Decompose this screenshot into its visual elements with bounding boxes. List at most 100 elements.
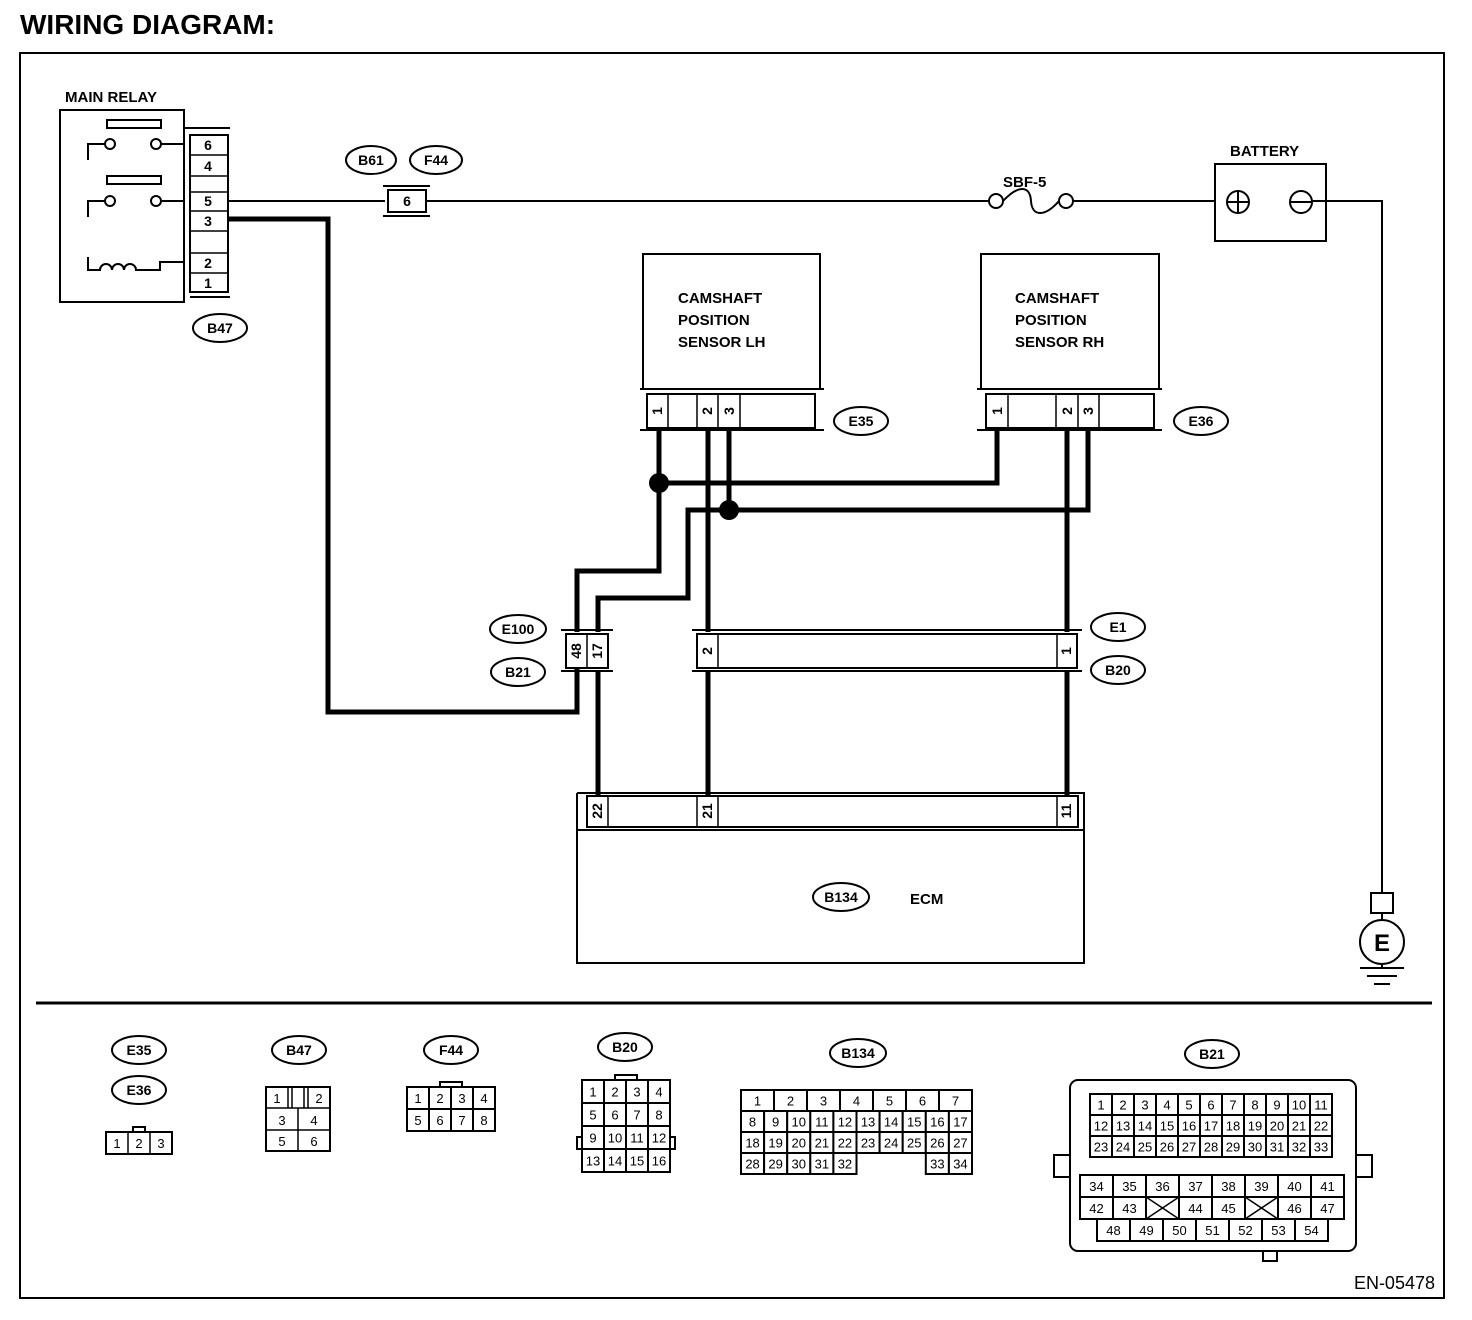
connector-pin-label: 36	[1155, 1179, 1169, 1194]
svg-text:B20: B20	[1105, 662, 1131, 678]
connector-b134: B134	[812, 882, 870, 912]
connector-e1: E1	[1090, 612, 1146, 642]
connector-pin-label: 4	[480, 1091, 487, 1106]
connector-pin-label: 31	[1270, 1140, 1284, 1155]
connector-pin-label: 9	[772, 1115, 779, 1130]
connector-latch	[576, 1136, 583, 1150]
svg-text:B21: B21	[1199, 1046, 1225, 1062]
svg-text:E: E	[1374, 930, 1390, 957]
connector-pin-label: 35	[1122, 1179, 1136, 1194]
connector-pin-label: 40	[1287, 1179, 1301, 1194]
connector-pin-label: 27	[953, 1136, 967, 1151]
connector-e100: E100	[489, 614, 547, 644]
connector-pin-label: 10	[792, 1115, 806, 1130]
connector-pin-label: 28	[1204, 1140, 1218, 1155]
connector-pin-label: 22	[1314, 1119, 1328, 1134]
connector-latch	[439, 1081, 463, 1088]
svg-text:2: 2	[1059, 407, 1075, 415]
svg-text:B47: B47	[286, 1042, 312, 1058]
connector-e1-b20-block: 2 1	[692, 629, 1082, 672]
fuse-label: SBF-5	[1003, 174, 1046, 191]
connector-pin-label: 3	[1141, 1098, 1148, 1113]
page-title: WIRING DIAGRAM:	[20, 9, 275, 40]
svg-text:5: 5	[278, 1134, 285, 1149]
svg-text:17: 17	[589, 643, 605, 659]
connector-pin-label: 1	[414, 1091, 421, 1106]
svg-text:3: 3	[721, 407, 737, 415]
svg-text:48: 48	[568, 643, 584, 659]
connector-pin-label: 12	[652, 1131, 666, 1146]
connector-pin-label: 11	[630, 1131, 644, 1146]
svg-text:11: 11	[1058, 803, 1074, 818]
connector-pin-label: 38	[1221, 1179, 1235, 1194]
connector-pin-label: 30	[792, 1157, 806, 1172]
connector-pin-label: 52	[1238, 1223, 1252, 1238]
harness-wires	[228, 216, 1091, 795]
connector-pin-label: 5	[414, 1113, 421, 1128]
svg-text:B134: B134	[824, 889, 858, 905]
connector-b21: B21	[490, 657, 546, 687]
svg-text:2: 2	[699, 407, 715, 415]
f44-inline-pin: 6	[403, 193, 411, 209]
main-relay: MAIN RELAY 6 4 5 3 2 1	[59, 89, 230, 303]
connector-pin-label: 6	[611, 1108, 618, 1123]
battery: BATTERY	[1214, 143, 1327, 242]
connector-pin-label: 51	[1205, 1223, 1219, 1238]
connector-pin-label: 3	[820, 1094, 827, 1109]
svg-text:21: 21	[699, 803, 715, 819]
connector-pin-label: 13	[861, 1115, 875, 1130]
connector-b61: B61	[345, 145, 397, 175]
connector-pin-label: 5	[589, 1108, 596, 1123]
connector-pin-label: 23	[861, 1136, 875, 1151]
svg-text:B61: B61	[358, 152, 384, 168]
svg-text:B47: B47	[207, 320, 233, 336]
connector-pin-label: 3	[633, 1085, 640, 1100]
connector-pin-label: 44	[1188, 1201, 1202, 1216]
connector-pin-label: 2	[436, 1091, 443, 1106]
svg-text:E100: E100	[502, 621, 535, 637]
connector-pin-label: 7	[1229, 1098, 1236, 1113]
relay-pin-4: 4	[204, 158, 212, 174]
connector-pin-label: 48	[1106, 1223, 1120, 1238]
connector-pin-label: 39	[1254, 1179, 1268, 1194]
connector-pin-label: 1	[1097, 1098, 1104, 1113]
svg-text:POSITION: POSITION	[678, 312, 750, 329]
connector-cell	[1294, 1218, 1329, 1242]
connector-pin-label: 11	[815, 1115, 829, 1130]
svg-text:22: 22	[589, 803, 605, 819]
relay-pin-2: 2	[204, 255, 212, 271]
connector-pin-label: 20	[792, 1136, 806, 1151]
ecm: 22 21 11 ECM	[576, 792, 1085, 964]
connector-pin-label: 16	[930, 1115, 944, 1130]
connector-pin-label: 42	[1089, 1201, 1103, 1216]
blocked-cell-mark	[1244, 1196, 1279, 1220]
connector-pin-label: 4	[1163, 1098, 1170, 1113]
svg-text:1: 1	[1058, 647, 1074, 655]
connector-cell	[947, 1152, 974, 1175]
connector-pin-label: 25	[1138, 1140, 1152, 1155]
connector-pin-label: 1	[754, 1094, 761, 1109]
svg-text:CAMSHAFT: CAMSHAFT	[678, 290, 762, 307]
connector-pin-label: 2	[1119, 1098, 1126, 1113]
connector-pin-label: 15	[1160, 1119, 1174, 1134]
svg-text:SENSOR LH: SENSOR LH	[678, 334, 766, 351]
connector-pin-label: 6	[1207, 1098, 1214, 1113]
connector-pin-label: 1	[589, 1085, 596, 1100]
connector-pin-label: 6	[436, 1113, 443, 1128]
connector-pin-label: 25	[907, 1136, 921, 1151]
connector-pin-label: 26	[1160, 1140, 1174, 1155]
connector-pin-label: 49	[1139, 1223, 1153, 1238]
connector-pin-label: 15	[907, 1115, 921, 1130]
connector-pin-label: 29	[768, 1157, 782, 1172]
connector-pin-label: 2	[611, 1085, 618, 1100]
connector-e35: E35	[833, 406, 889, 436]
connector-pin-label: 12	[838, 1115, 852, 1130]
connector-pin-label: 10	[1292, 1098, 1306, 1113]
blocked-cell-mark	[1145, 1196, 1180, 1220]
relay-pin-3: 3	[204, 213, 212, 229]
main-relay-label: MAIN RELAY	[65, 89, 157, 106]
connector-pin-label: 14	[1138, 1119, 1152, 1134]
connector-pin-label: 19	[1248, 1119, 1262, 1134]
